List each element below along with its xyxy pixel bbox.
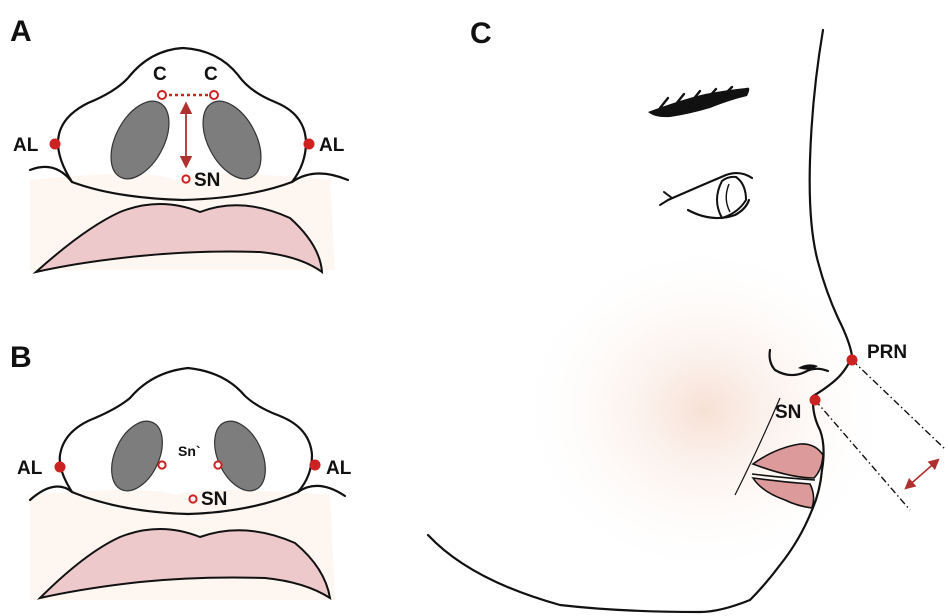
panel-a-label-c-left: C [153,64,167,85]
panel-c-projection-arrow [906,460,938,488]
panel-b-nostril-left [101,413,172,499]
panel-b-landmark-sn-prime-left [158,461,165,468]
panel-c-landmark-sn [810,395,821,406]
panel-a-label-al-right: AL [319,135,345,156]
panel-b-label-al-left: AL [17,458,43,479]
panel-b-landmark-sn [189,495,196,502]
panel-b: B Sn` AL AL SN [10,341,352,600]
panel-c-letter: C [470,17,492,50]
panel-a-landmark-al-right [304,139,315,150]
panel-a-nostril-left [99,92,181,189]
panel-a-label-sn: SN [194,170,220,191]
panel-b-label-sn: SN [201,489,227,510]
panel-c-cheek-blush [515,240,895,580]
panel-a-landmark-sn [182,175,189,182]
panel-b-nostril-right [204,413,275,499]
panel-a-letter: A [10,15,32,48]
panel-a-landmark-c-left [158,91,166,99]
panel-b-landmark-sn-prime-right [214,461,221,468]
panel-b-label-sn-prime: Sn` [178,443,201,459]
panel-b-letter: B [10,341,32,374]
panel-a-label-c-right: C [204,64,218,85]
panel-c: C PRN SN [428,17,946,612]
panel-a-landmark-c-right [210,91,218,99]
panel-a: A C C AL AL SN [10,15,348,272]
panel-c-label-sn: SN [775,402,801,423]
panel-b-label-al-right: AL [326,458,352,479]
panel-b-landmark-al-left [55,462,66,473]
panel-c-landmark-prn [847,355,858,366]
panel-a-label-al-left: AL [13,135,39,156]
panel-a-landmark-al-left [50,139,61,150]
panel-c-label-prn: PRN [867,342,907,363]
panel-b-landmark-al-right [310,460,321,471]
